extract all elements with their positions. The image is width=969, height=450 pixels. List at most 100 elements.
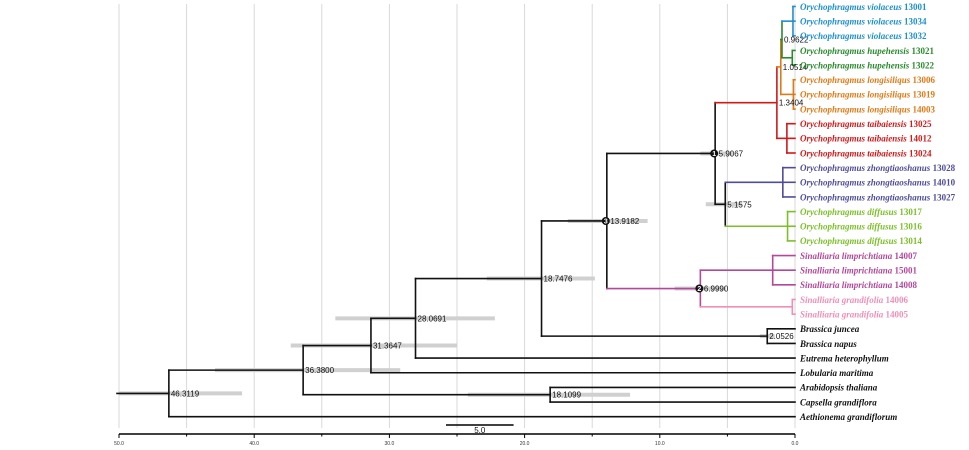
node-age-label-n18b: 18.1099 bbox=[552, 391, 581, 400]
tip-specimen-id: 13022 bbox=[909, 60, 934, 70]
tip-species-name: Sinalliaria limprichtiana bbox=[800, 266, 893, 276]
tip-species-name: Brassica juncea bbox=[799, 324, 860, 334]
tip-species-name: Orychophragmus violaceus bbox=[800, 2, 902, 12]
tip-species-name: Orychophragmus zhongtiaoshanus bbox=[800, 192, 931, 202]
tip-specimen-id: 13034 bbox=[902, 16, 927, 26]
tip-label: Brassica napus bbox=[799, 339, 857, 349]
tip-species-name: Sinalliaria limprichtiana bbox=[800, 251, 893, 261]
node-age-label-n5_1: 5.1575 bbox=[727, 200, 752, 209]
node-age-label-n13: 13.9182 bbox=[610, 217, 639, 226]
tip-species-name: Orychophragmus hupehensis bbox=[800, 46, 910, 56]
tip-specimen-id: 13028 bbox=[930, 163, 955, 173]
tip-label: Brassica juncea bbox=[799, 324, 860, 334]
tip-species-name: Orychophragmus diffusus bbox=[800, 222, 898, 232]
tip-label: Sinalliaria grandifolia 14006 bbox=[800, 295, 909, 305]
axis-tick-label: 10.0 bbox=[655, 441, 665, 447]
tip-label: Orychophragmus violaceus 13001 bbox=[800, 2, 927, 12]
node-age-label-n7: 6.9990 bbox=[704, 285, 729, 294]
tip-species-name: Orychophragmus taibaiensis bbox=[800, 148, 907, 158]
axis-tick-label: 30.0 bbox=[385, 441, 395, 447]
node-marker-label-n5_9: 1 bbox=[712, 151, 716, 158]
tip-label: Orychophragmus diffusus 13016 bbox=[800, 222, 922, 232]
time-axis: 50.0 40.0 30.0 20.0 10.0 0.0 bbox=[114, 433, 799, 447]
tip-specimen-id: 13032 bbox=[902, 31, 927, 41]
grid-lines bbox=[118, 4, 796, 428]
tip-label: Orychophragmus longisiliqus 13019 bbox=[800, 90, 936, 100]
tip-label: Orychophragmus taibaiensis 13024 bbox=[800, 148, 932, 158]
tip-species-name: Orychophragmus diffusus bbox=[800, 236, 898, 246]
tip-species-name: Orychophragmus zhongtiaoshanus bbox=[800, 163, 931, 173]
tip-species-name: Orychophragmus taibaiensis bbox=[800, 134, 907, 144]
tip-label: Orychophragmus diffusus 13014 bbox=[800, 236, 922, 246]
tip-specimen-id: 13006 bbox=[910, 75, 935, 85]
tip-species-name: Arabidopsis thaliana bbox=[799, 383, 878, 393]
tip-label: Sinalliaria grandifolia 14005 bbox=[800, 309, 909, 319]
tip-label: Aethionema grandiflorum bbox=[799, 412, 897, 422]
scale-bar-label: 5.0 bbox=[474, 426, 486, 435]
axis-tick-label: 40.0 bbox=[249, 441, 259, 447]
tip-species-name: Orychophragmus violaceus bbox=[800, 31, 902, 41]
tip-species-name: Sinalliaria grandifolia bbox=[800, 295, 884, 305]
node-marker-n5_9 bbox=[710, 149, 719, 158]
tip-species-name: Sinalliaria grandifolia bbox=[800, 309, 884, 319]
tip-label: Orychophragmus longisiliqus 14003 bbox=[800, 104, 936, 114]
tip-label: Orychophragmus zhongtiaoshanus 14010 bbox=[800, 178, 956, 188]
tip-species-name: Orychophragmus diffusus bbox=[800, 207, 898, 217]
axis-tick-label: 50.0 bbox=[114, 441, 124, 447]
tip-specimen-id: 14005 bbox=[883, 309, 908, 319]
node-marker-label-n13: 3 bbox=[604, 218, 608, 225]
tip-specimen-id: 13021 bbox=[909, 46, 934, 56]
tip-label: Sinalliaria limprichtiana 15001 bbox=[800, 266, 918, 276]
tip-specimen-id: 13019 bbox=[910, 90, 935, 100]
tip-label: Orychophragmus zhongtiaoshanus 13027 bbox=[800, 192, 956, 202]
tip-species-name: Orychophragmus violaceus bbox=[800, 16, 902, 26]
tip-species-name: Orychophragmus longisiliqus bbox=[800, 75, 911, 85]
tip-species-name: Orychophragmus taibaiensis bbox=[800, 119, 907, 129]
tip-species-name: Orychophragmus longisiliqus bbox=[800, 90, 911, 100]
tip-specimen-id: 14006 bbox=[883, 295, 908, 305]
tip-label: Orychophragmus violaceus 13032 bbox=[800, 31, 927, 41]
node-age-label-n18: 18.7476 bbox=[544, 275, 573, 284]
tip-label: Orychophragmus zhongtiaoshanus 13028 bbox=[800, 163, 956, 173]
tip-specimen-id: 13025 bbox=[907, 119, 932, 129]
tip-specimen-id: 14008 bbox=[892, 280, 917, 290]
node-marker-n7 bbox=[695, 284, 704, 293]
tip-species-name: Sinalliaria limprichtiana bbox=[800, 280, 893, 290]
node-age-label-n31: 31.3647 bbox=[373, 342, 402, 351]
node-age-label-root: 46.3119 bbox=[171, 389, 200, 398]
tip-specimen-id: 13027 bbox=[930, 192, 955, 202]
tree-branches bbox=[116, 5, 796, 418]
tip-species-name: Orychophragmus longisiliqus bbox=[800, 104, 911, 114]
node-age-label-n5_9: 5.9067 bbox=[719, 149, 744, 158]
tip-label: Arabidopsis thaliana bbox=[799, 383, 878, 393]
tip-labels: Orychophragmus violaceus 13001Orychophra… bbox=[799, 2, 956, 422]
tip-label: Orychophragmus longisiliqus 13006 bbox=[800, 75, 936, 85]
tip-specimen-id: 15001 bbox=[892, 266, 917, 276]
tip-specimen-id: 14010 bbox=[930, 178, 955, 188]
tip-label: Orychophragmus taibaiensis 13025 bbox=[800, 119, 932, 129]
tip-species-name: Brassica napus bbox=[799, 339, 857, 349]
tip-label: Capsella grandiflora bbox=[800, 397, 877, 407]
tip-specimen-id: 13016 bbox=[897, 222, 922, 232]
tip-label: Orychophragmus hupehensis 13021 bbox=[800, 46, 935, 56]
node-age-label-n1_05: 1.0514 bbox=[783, 63, 808, 72]
tip-label: Orychophragmus taibaiensis 14012 bbox=[800, 134, 932, 144]
node-marker-n13 bbox=[601, 216, 610, 225]
tip-species-name: Capsella grandiflora bbox=[800, 397, 877, 407]
tip-specimen-id: 13024 bbox=[907, 148, 932, 158]
node-age-label-n0_96: 0.9622 bbox=[784, 35, 809, 44]
tip-label: Sinalliaria limprichtiana 14007 bbox=[800, 251, 918, 261]
axis-tick-label: 0.0 bbox=[792, 441, 799, 447]
axis-tick-label: 20.0 bbox=[520, 441, 530, 447]
tip-species-name: Aethionema grandiflorum bbox=[799, 412, 897, 422]
tip-specimen-id: 14003 bbox=[910, 104, 935, 114]
tip-label: Sinalliaria limprichtiana 14008 bbox=[800, 280, 918, 290]
tip-species-name: Lobularia maritima bbox=[799, 368, 874, 378]
tip-specimen-id: 14007 bbox=[892, 251, 917, 261]
node-age-label-n2: 2.0526 bbox=[769, 332, 794, 341]
scale-bar: 5.0 bbox=[446, 424, 514, 435]
tip-label: Eutrema heterophyllum bbox=[799, 353, 889, 363]
